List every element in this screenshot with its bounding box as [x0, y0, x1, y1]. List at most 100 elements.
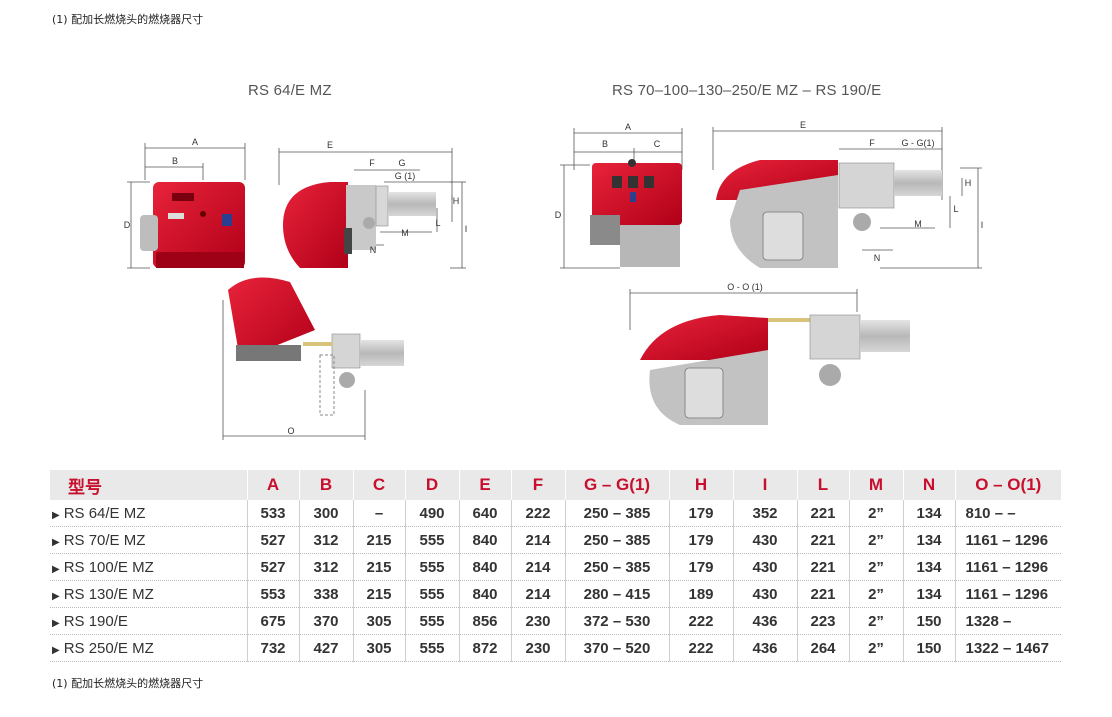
table-cell: 134 [903, 553, 956, 581]
table-cell: 840 [459, 580, 512, 608]
bullet-arrow-icon: ▶ [52, 644, 60, 656]
dim-label-n-2: N [874, 253, 881, 263]
table-cell: 427 [299, 634, 354, 662]
header-g: G – G(1) [565, 470, 670, 500]
rs64-front-view [140, 182, 245, 268]
header-n: N [903, 470, 956, 500]
table-cell: 490 [405, 500, 460, 527]
table-cell: 221 [797, 553, 850, 581]
table-cell: 840 [459, 526, 512, 554]
table-cell: 810 – – [955, 500, 1061, 527]
dim-label-f: F [369, 158, 375, 168]
table-cell: 214 [511, 580, 566, 608]
dim-label-n: N [370, 245, 377, 255]
table-cell: 555 [405, 634, 460, 662]
table-cell: 134 [903, 580, 956, 608]
bullet-arrow-icon: ▶ [52, 563, 60, 575]
table-header-row: 型号 A B C D E F G – G(1) H I L M N O – O(… [50, 470, 1061, 500]
dim-label-l: L [435, 218, 440, 228]
model-name: RS 100/E MZ [63, 558, 154, 576]
table-cell: 555 [405, 607, 460, 635]
table-cell: 250 – 385 [565, 553, 670, 581]
table-cell: 300 [299, 500, 354, 527]
dim-label-l-2: L [953, 204, 958, 214]
footnote-bottom: (1) 配加长燃烧头的燃烧器尺寸 [52, 677, 204, 690]
model-name: RS 130/E MZ [63, 585, 154, 603]
table-cell: 1328 – [955, 607, 1061, 635]
dim-label-gg1-2: G - G(1) [902, 138, 935, 148]
table-cell: 2” [849, 607, 904, 635]
table-cell: 222 [511, 500, 566, 527]
footnote-top: (1) 配加长燃烧头的燃烧器尺寸 [52, 13, 204, 26]
header-l: L [797, 470, 850, 500]
table-cell: 280 – 415 [565, 580, 670, 608]
table-cell: 230 [511, 607, 566, 635]
table-cell: 555 [405, 580, 460, 608]
model-name: RS 70/E MZ [63, 531, 146, 549]
dim-label-i: I [465, 224, 468, 234]
table-cell: 215 [353, 553, 406, 581]
header-d: D [405, 470, 460, 500]
table-cell: 856 [459, 607, 512, 635]
table-cell: 150 [903, 607, 956, 635]
table-cell: 179 [669, 500, 734, 527]
table-cell: 223 [797, 607, 850, 635]
table-cell: 533 [247, 500, 300, 527]
table-cell: 553 [247, 580, 300, 608]
table-cell: 732 [247, 634, 300, 662]
table-cell: 352 [733, 500, 798, 527]
table-cell: 338 [299, 580, 354, 608]
drawing-title-rs70-250: RS 70–100–130–250/E MZ – RS 190/E [612, 82, 882, 99]
table-cell: 312 [299, 526, 354, 554]
dim-label-g: G [398, 158, 405, 168]
table-cell: 2” [849, 580, 904, 608]
table-cell: 250 – 385 [565, 500, 670, 527]
table-cell: 150 [903, 634, 956, 662]
dim-label-b: B [172, 156, 178, 166]
table-cell: 215 [353, 580, 406, 608]
bullet-arrow-icon: ▶ [52, 536, 60, 548]
dim-label-e: E [327, 140, 333, 150]
header-c: C [353, 470, 406, 500]
table-cell: 1161 – 1296 [955, 526, 1061, 554]
table-cell: 527 [247, 526, 300, 554]
table-cell: 134 [903, 500, 956, 527]
table-cell: 872 [459, 634, 512, 662]
header-model: 型号 [50, 470, 248, 500]
header-f: F [511, 470, 566, 500]
dim-label-c-2: C [654, 139, 661, 149]
header-m: M [849, 470, 904, 500]
table-cell: 179 [669, 553, 734, 581]
header-e: E [459, 470, 512, 500]
dim-label-a: A [192, 137, 198, 147]
dim-label-f-2: F [869, 138, 875, 148]
table-cell: 555 [405, 526, 460, 554]
rs64-side-view [283, 182, 436, 268]
dim-label-b-2: B [602, 139, 608, 149]
table-cell: – [353, 500, 406, 527]
table-cell: 221 [797, 500, 850, 527]
table-cell-model: ▶RS 100/E MZ [50, 553, 248, 581]
table-cell: 555 [405, 553, 460, 581]
table-cell: 372 – 530 [565, 607, 670, 635]
header-i: I [733, 470, 798, 500]
rs70-front-view [590, 159, 682, 267]
dim-label-e-2: E [800, 120, 806, 130]
table-cell-model: ▶RS 70/E MZ [50, 526, 248, 554]
model-name: RS 250/E MZ [63, 639, 154, 657]
table-cell: 370 – 520 [565, 634, 670, 662]
table-cell: 430 [733, 553, 798, 581]
dim-label-m-2: M [914, 219, 922, 229]
bullet-arrow-icon: ▶ [52, 617, 60, 629]
table-cell: 179 [669, 526, 734, 554]
table-cell: 1322 – 1467 [955, 634, 1061, 662]
bullet-arrow-icon: ▶ [52, 509, 60, 521]
table-cell: 527 [247, 553, 300, 581]
rs64-bottom-view [228, 277, 404, 416]
header-a: A [247, 470, 300, 500]
table-cell: 134 [903, 526, 956, 554]
table-cell: 2” [849, 500, 904, 527]
